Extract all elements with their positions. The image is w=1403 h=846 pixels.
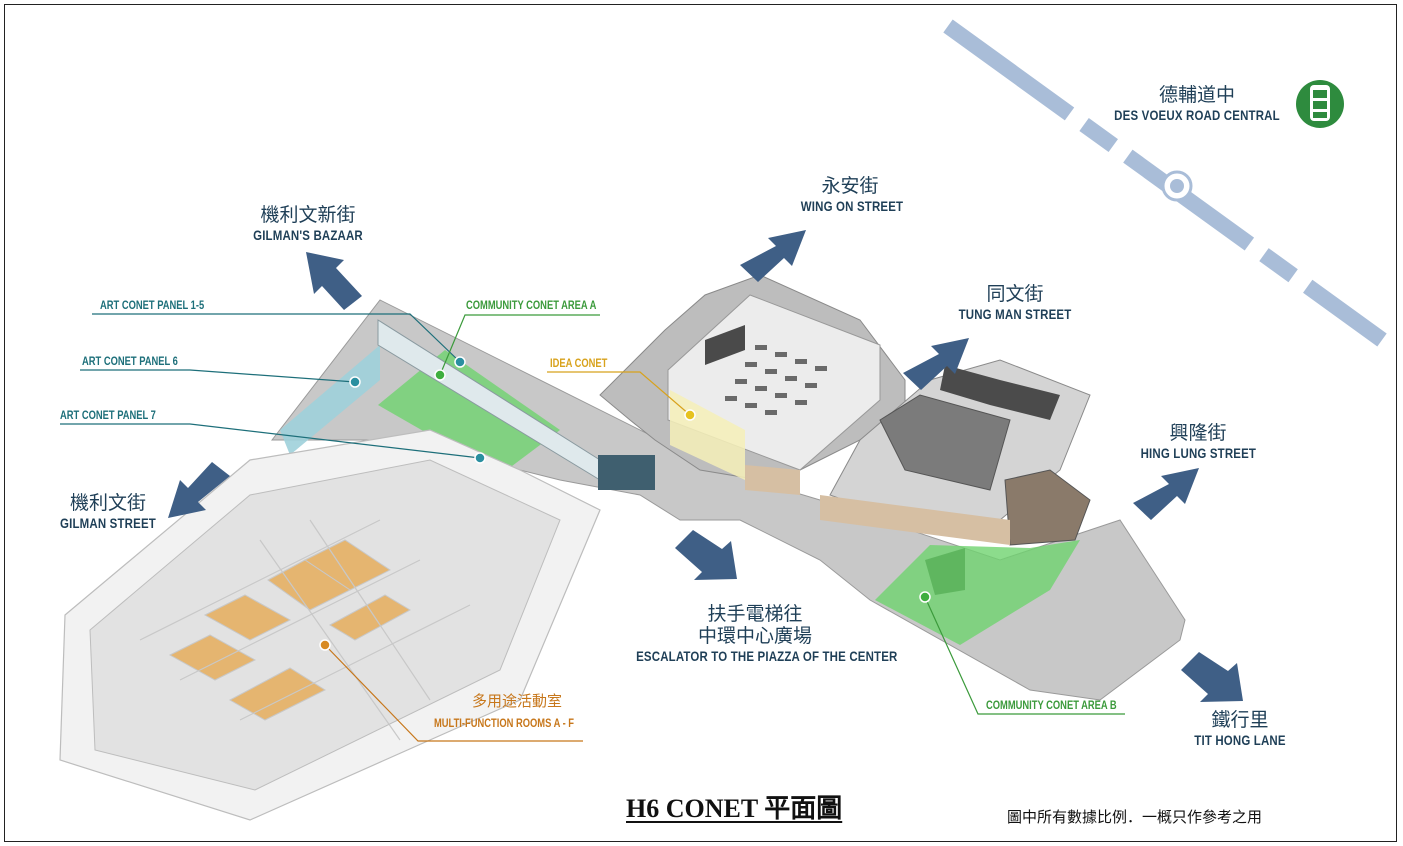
arrow-gilman-street [168,462,230,518]
callout-art-panel-7: ART CONET PANEL 7 [60,408,156,422]
multi-function-rooms-block [59,429,601,821]
disclaimer-note: 圖中所有數據比例．一概只作參考之用 [1007,808,1263,826]
callout-idea-conet: IDEA CONET [550,356,608,370]
escalator-label: 扶手電梯往 中環中心廣場 ESCALATOR TO THE PIAZZA OF … [636,603,898,664]
art-conet-wall [280,319,655,490]
map-title: H6 CONET 平面圖 [626,794,843,823]
callout-lines [60,313,1125,742]
street-label-des-voeux: 德輔道中 DES VOEUX ROAD CENTRAL [1114,84,1280,123]
callout-multi-en: MULTI-FUNCTION ROOMS A - F [434,716,575,730]
arrow-wing-on [740,230,806,282]
street-label-tit-hong: 鐵行里 TIT HONG LANE [1194,709,1286,748]
callout-community-a: COMMUNITY CONET AREA A [466,298,597,312]
street-label-gilman-street: 機利文街 GILMAN STREET [60,492,156,531]
street-label-wing-on: 永安街 WING ON STREET [800,175,904,214]
callout-art-panel-6: ART CONET PANEL 6 [82,354,178,368]
street-label-gilmans-bazaar: 機利文新街 GILMAN'S BAZAAR [253,204,363,243]
street-label-tung-man: 同文街 TUNG MAN STREET [958,283,1072,322]
arrow-gilmans-bazaar [306,252,362,310]
arrow-tit-hong [1181,652,1243,702]
direction-arrows [168,230,1243,702]
callout-dots [319,356,931,651]
planter-wall [745,465,1010,545]
street-label-hing-lung: 興隆街 HING LUNG STREET [1140,422,1257,461]
community-conet-area-a [378,350,560,475]
community-conet-area-b [875,540,1080,645]
arrow-tung-man [903,338,969,390]
arrow-hing-lung [1133,468,1199,520]
callout-multi-zh: 多用途活動室 [472,692,563,710]
callout-art-panel-1-5: ART CONET PANEL 1-5 [100,298,205,312]
tram-track-line [943,19,1387,347]
arrow-escalator [675,530,737,580]
callout-community-b: COMMUNITY CONET AREA B [986,698,1117,712]
tram-stop-icon [1296,80,1344,128]
